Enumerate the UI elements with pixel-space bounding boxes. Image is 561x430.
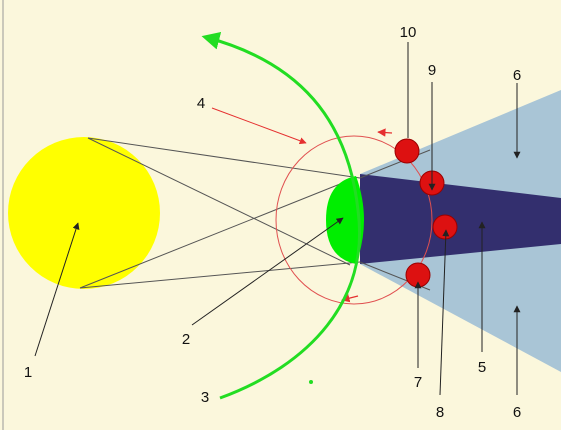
orbit-arrow-top [377, 128, 393, 137]
moon-orbit [275, 135, 433, 305]
label-moon-7: 7 [414, 374, 422, 391]
number-labels: 1 2 3 4 5 6 6 7 8 9 10 [24, 24, 521, 421]
label-umbra: 5 [478, 359, 486, 376]
label-penumbra-top: 6 [513, 67, 521, 84]
label-earth-orbit: 3 [201, 389, 209, 406]
earth-icon [326, 176, 364, 264]
earth-orbit-arc [201, 31, 361, 400]
pointer-lines [34, 42, 521, 396]
label-moon-10: 10 [400, 24, 417, 41]
sun-icon [8, 137, 160, 289]
label-moon-9: 9 [428, 62, 436, 79]
moon-icon [432, 214, 458, 240]
label-moon-8: 8 [436, 404, 444, 421]
label-sun: 1 [24, 364, 32, 381]
umbra-region [360, 174, 561, 264]
label-earth: 2 [182, 331, 190, 348]
label-moon-orbit: 4 [197, 95, 205, 112]
moon-orbit-pointer [211, 107, 307, 145]
moon-icon [394, 138, 420, 164]
green-dot [309, 380, 313, 384]
label-penumbra-bottom: 6 [513, 404, 521, 421]
